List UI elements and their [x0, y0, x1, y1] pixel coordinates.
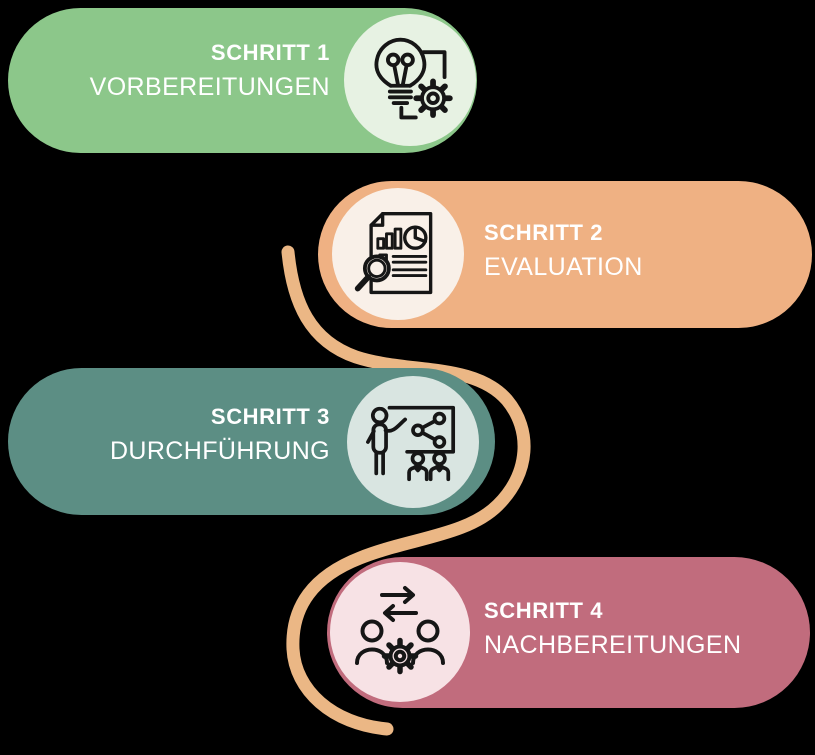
connector-path: [281, 245, 531, 736]
step-1-icon-circle: [344, 14, 476, 146]
step-3-icon-circle: [347, 376, 479, 508]
step-3-title: DURCHFÜHRUNG: [109, 437, 330, 466]
step-4-label: SCHRITT 4: [484, 598, 604, 623]
step-1-text: SCHRITT 1 VORBEREITUNGEN: [30, 40, 330, 102]
lightbulb-gear-icon: [374, 37, 453, 120]
step-2-label: SCHRITT 2: [484, 220, 604, 245]
step-4-title: NACHBEREITUNGEN: [484, 631, 742, 660]
step-2-icon-circle: [332, 188, 464, 320]
presentation-audience-icon: [366, 405, 456, 482]
report-magnifier-icon: [354, 212, 433, 295]
step-2-text: SCHRITT 2 EVALUATION: [484, 220, 804, 282]
people-exchange-gear-icon: [355, 586, 445, 675]
step-2-title: EVALUATION: [484, 253, 643, 282]
step-3-text: SCHRITT 3 DURCHFÜHRUNG: [20, 404, 330, 466]
step-1-title: VORBEREITUNGEN: [89, 73, 330, 102]
step-4-text: SCHRITT 4 NACHBEREITUNGEN: [484, 598, 814, 660]
step-1-label: SCHRITT 1: [210, 40, 330, 65]
step-4-icon-circle: [330, 562, 470, 702]
step-3-label: SCHRITT 3: [210, 404, 330, 429]
